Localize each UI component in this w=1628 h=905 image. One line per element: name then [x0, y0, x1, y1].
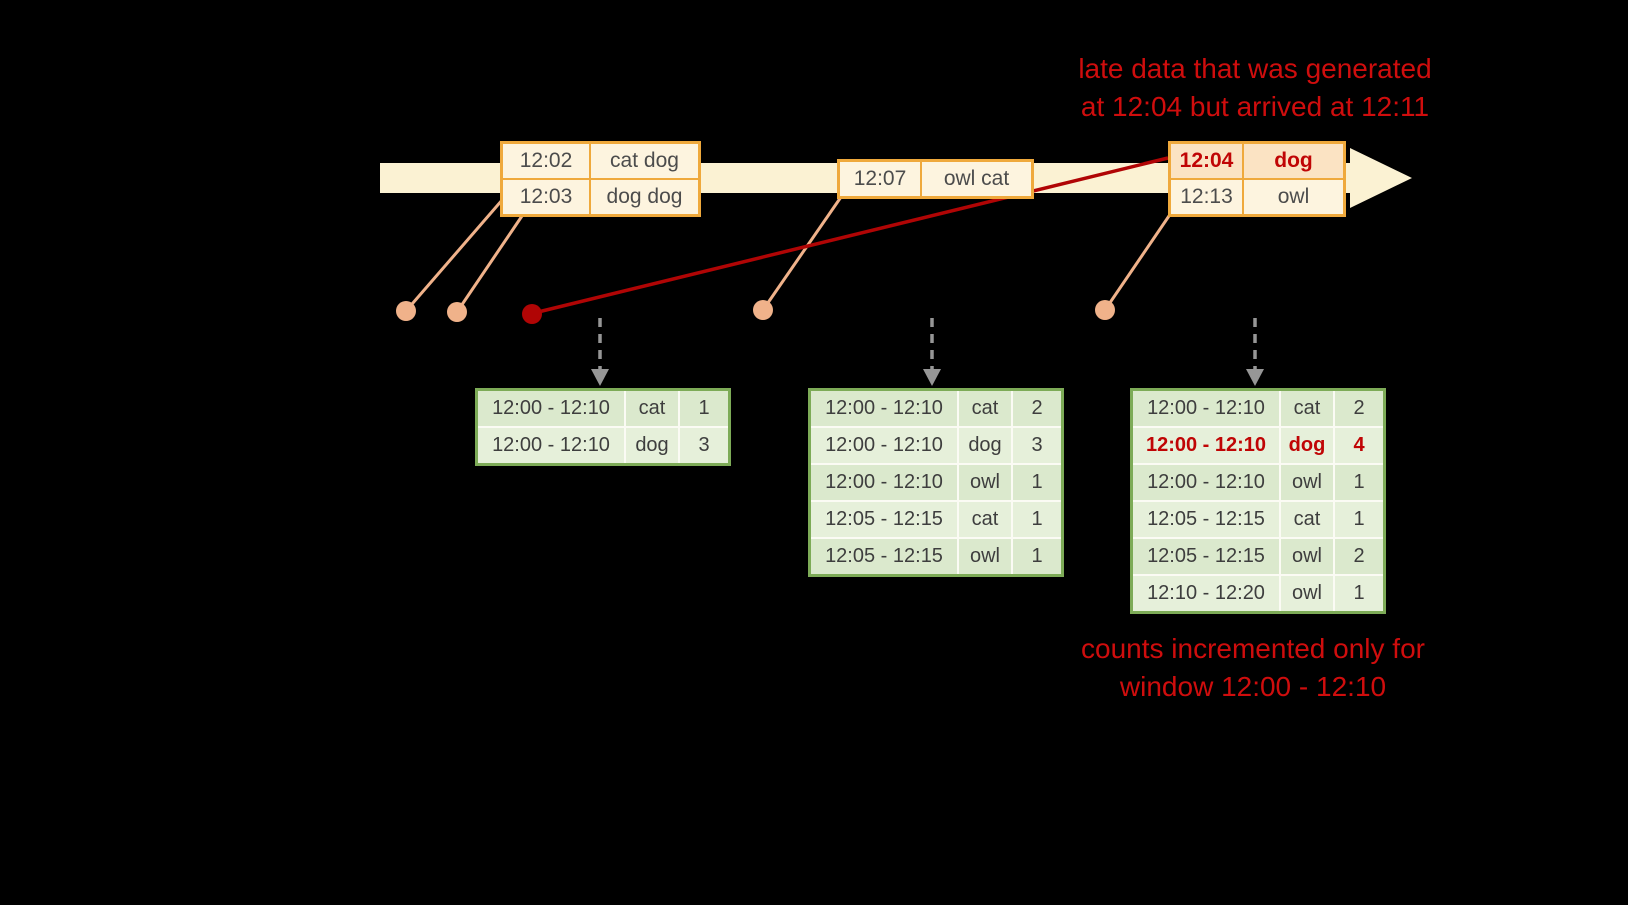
window-cell: 12:00 - 12:10 [811, 391, 957, 426]
count-cell: 2 [1335, 539, 1383, 574]
table-row: 12:00 - 12:10 cat 2 [1133, 391, 1383, 426]
event-time: 12:07 [840, 162, 920, 196]
count-cell: 1 [680, 391, 728, 426]
connector-line [455, 212, 526, 313]
late-event-dot [522, 304, 542, 324]
window-cell: 12:05 - 12:15 [811, 502, 957, 537]
trigger-arrowhead [1246, 369, 1264, 386]
word-cell: owl [1281, 465, 1333, 500]
table-row: 12:00 - 12:10 cat 2 [811, 391, 1061, 426]
event-words: cat dog [591, 144, 698, 178]
result-table-3: 12:00 - 12:10 cat 2 12:00 - 12:10 dog 4 … [1130, 388, 1386, 614]
table-row: 12:00 - 12:10 owl 1 [1133, 465, 1383, 500]
table-row: 12:05 - 12:15 owl 2 [1133, 539, 1383, 574]
table-row: 12:00 - 12:10 dog 3 [811, 428, 1061, 463]
word-cell: dog [626, 428, 678, 463]
count-cell: 1 [1013, 465, 1061, 500]
count-cell: 2 [1335, 391, 1383, 426]
trigger-arrowhead [591, 369, 609, 386]
word-cell: owl [1281, 539, 1333, 574]
window-cell: 12:00 - 12:10 [1133, 465, 1279, 500]
event-box-3: 12:04 dog 12:13 owl [1168, 141, 1346, 217]
word-cell: dog [1281, 428, 1333, 463]
event-dot [753, 300, 773, 320]
window-cell: 12:00 - 12:10 [811, 465, 957, 500]
word-cell: cat [1281, 502, 1333, 537]
event-dot [396, 301, 416, 321]
event-time: 12:04 [1171, 144, 1242, 178]
window-cell: 12:05 - 12:15 [811, 539, 957, 574]
event-words: dog [1244, 144, 1343, 178]
window-cell: 12:00 - 12:10 [811, 428, 957, 463]
table-row: 12:00 - 12:10 dog 3 [478, 428, 728, 463]
event-box-1: 12:02 cat dog 12:03 dog dog [500, 141, 701, 217]
trigger-arrowhead [923, 369, 941, 386]
table-row: 12:10 - 12:20 owl 1 [1133, 576, 1383, 611]
count-cell: 1 [1335, 502, 1383, 537]
table-row: 12:05 - 12:15 cat 1 [1133, 502, 1383, 537]
counts-note: counts incremented only for window 12:00… [953, 630, 1553, 706]
window-cell: 12:05 - 12:15 [1133, 502, 1279, 537]
window-cell: 12:00 - 12:10 [1133, 391, 1279, 426]
event-words: dog dog [591, 180, 698, 214]
result-table-2: 12:00 - 12:10 cat 2 12:00 - 12:10 dog 3 … [808, 388, 1064, 577]
table-row: 12:00 - 12:10 owl 1 [811, 465, 1061, 500]
connector-line [1103, 212, 1173, 311]
window-cell: 12:00 - 12:10 [478, 428, 624, 463]
event-dot [447, 302, 467, 322]
event-row: 12:03 dog dog [503, 180, 698, 214]
connector-line [404, 198, 505, 312]
event-time: 12:13 [1171, 180, 1242, 214]
count-cell: 1 [1335, 576, 1383, 611]
connector-line [761, 196, 843, 311]
word-cell: owl [959, 539, 1011, 574]
late-data-note-line1: late data that was generated [1078, 53, 1432, 84]
counts-note-line1: counts incremented only for [1081, 633, 1425, 664]
count-cell: 2 [1013, 391, 1061, 426]
word-cell: owl [959, 465, 1011, 500]
event-words: owl [1244, 180, 1343, 214]
table-row: 12:05 - 12:15 owl 1 [811, 539, 1061, 574]
table-row: 12:05 - 12:15 cat 1 [811, 502, 1061, 537]
word-cell: cat [626, 391, 678, 426]
count-cell: 3 [1013, 428, 1061, 463]
window-cell: 12:00 - 12:10 [1133, 428, 1279, 463]
event-time: 12:02 [503, 144, 589, 178]
word-cell: cat [1281, 391, 1333, 426]
window-cell: 12:00 - 12:10 [478, 391, 624, 426]
window-cell: 12:10 - 12:20 [1133, 576, 1279, 611]
word-cell: dog [959, 428, 1011, 463]
late-data-note-line2: at 12:04 but arrived at 12:11 [1080, 91, 1430, 122]
event-box-2: 12:07 owl cat [837, 159, 1034, 199]
event-words: owl cat [922, 162, 1031, 196]
late-data-note: late data that was generated at 12:04 bu… [955, 50, 1555, 126]
count-cell: 4 [1335, 428, 1383, 463]
word-cell: cat [959, 502, 1011, 537]
counts-note-line2: window 12:00 - 12:10 [1119, 671, 1387, 702]
word-cell: cat [959, 391, 1011, 426]
count-cell: 1 [1013, 502, 1061, 537]
event-row: 12:02 cat dog [503, 144, 698, 178]
result-table-1: 12:00 - 12:10 cat 1 12:00 - 12:10 dog 3 [475, 388, 731, 466]
event-row: 12:13 owl [1171, 180, 1343, 214]
event-dot [1095, 300, 1115, 320]
event-row: 12:07 owl cat [840, 162, 1031, 196]
count-cell: 3 [680, 428, 728, 463]
late-connector-line [533, 156, 1169, 315]
late-event-row: 12:04 dog [1171, 144, 1343, 178]
count-cell: 1 [1335, 465, 1383, 500]
table-row: 12:00 - 12:10 cat 1 [478, 391, 728, 426]
window-cell: 12:05 - 12:15 [1133, 539, 1279, 574]
count-cell: 1 [1013, 539, 1061, 574]
event-time: 12:03 [503, 180, 589, 214]
late-updated-row: 12:00 - 12:10 dog 4 [1133, 428, 1383, 463]
word-cell: owl [1281, 576, 1333, 611]
